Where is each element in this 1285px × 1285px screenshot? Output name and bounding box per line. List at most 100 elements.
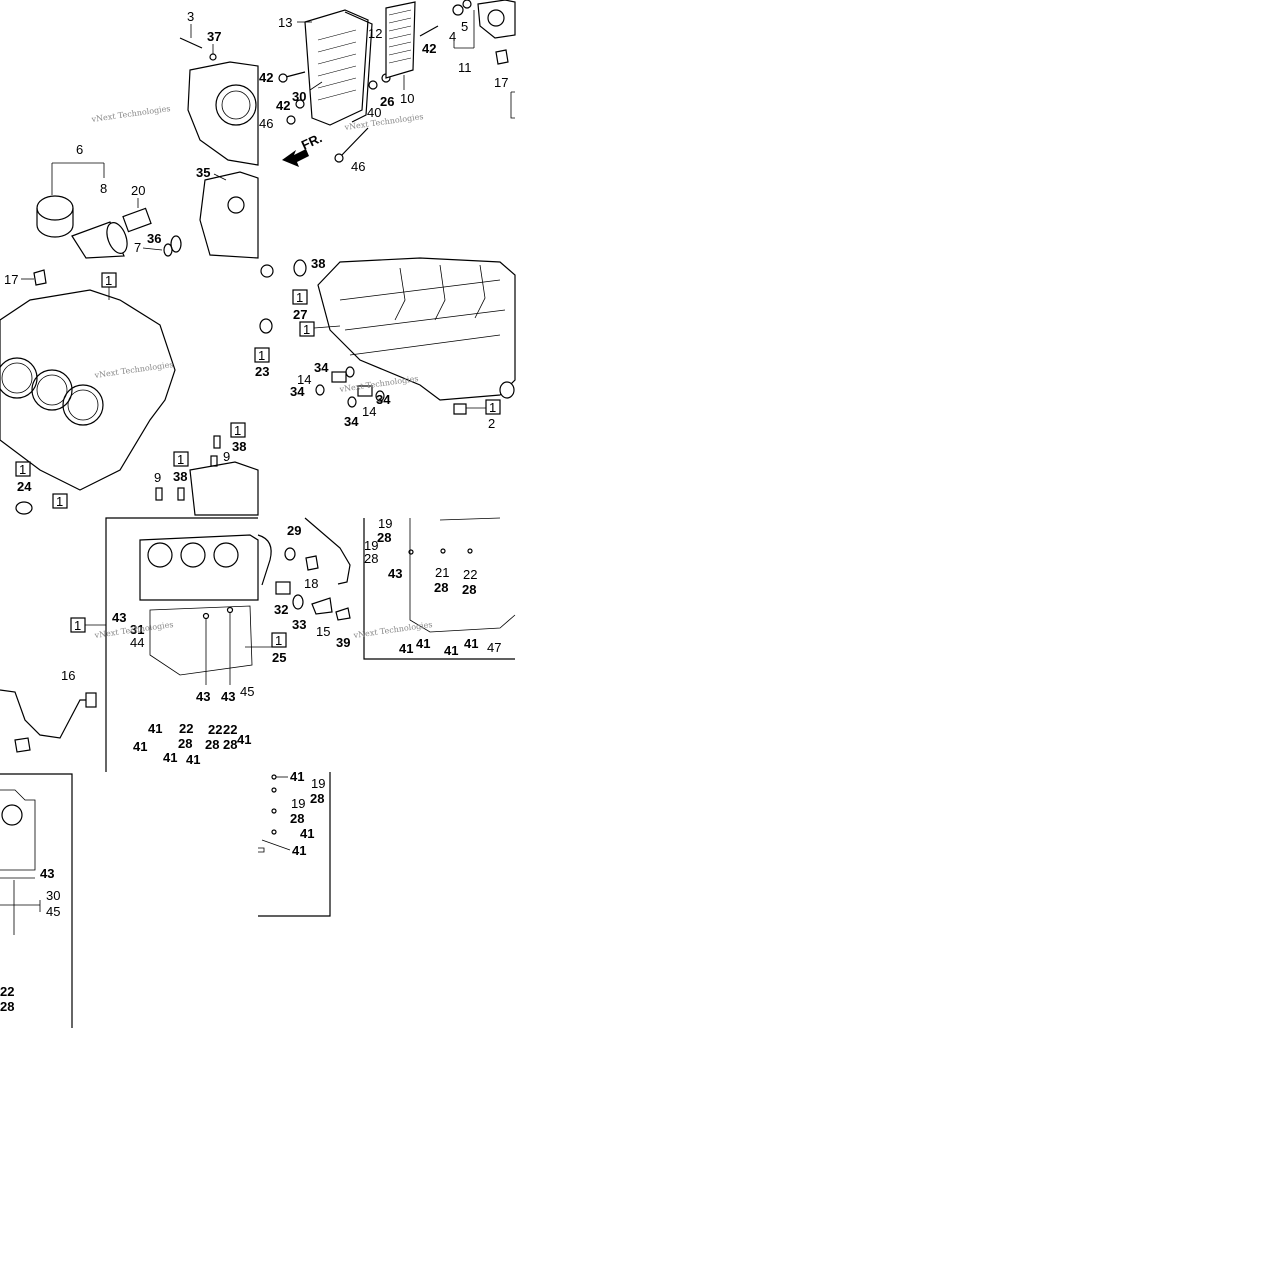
tile-oil-pan-lower-right: 41 19 28 19 28 41 41: [258, 769, 331, 917]
svg-text:1: 1: [234, 423, 241, 438]
callout-41i: 41: [464, 636, 478, 651]
callout-19c: 19: [311, 776, 325, 791]
callout-16: 16: [61, 668, 75, 683]
callout-19d: 19: [291, 796, 305, 811]
callout-14b: 14: [362, 404, 376, 419]
callout-21: 21: [435, 565, 449, 580]
callout-26: 26: [380, 94, 394, 109]
callout-31: 31: [130, 622, 144, 637]
callout-41g: 41: [416, 636, 430, 651]
callout-11: 11: [458, 60, 472, 75]
tile-oil-pan-sensors: 29 18 32 33 15 39 19 28 19 28 43 21 28 2…: [257, 516, 516, 660]
callout-28f: 28: [434, 580, 448, 595]
callout-41h: 41: [444, 643, 458, 658]
callout-22d: 22: [463, 567, 477, 582]
callout-23: 23: [255, 364, 269, 379]
callout-28b: 28: [205, 737, 219, 752]
callout-41j: 41: [290, 769, 304, 784]
callout-28d: 28: [377, 530, 391, 545]
callout-41d: 41: [186, 752, 200, 767]
callout-28e: 28: [364, 551, 378, 566]
filter-housing-part: [477, 0, 516, 39]
callout-7: 7: [134, 240, 141, 255]
svg-text:1: 1: [296, 290, 303, 305]
callout-40: 40: [367, 105, 381, 120]
callout-28c: 28: [223, 737, 237, 752]
front-direction-label: FR.: [299, 130, 324, 152]
callout-20: 20: [131, 183, 145, 198]
callout-41c: 41: [163, 750, 177, 765]
oil-cooler-core-part: [385, 1, 416, 79]
oil-pressure-switch-part: [495, 49, 509, 65]
callout-3: 3: [187, 9, 194, 24]
watermark-text: vNext Technologies: [343, 112, 424, 132]
callout-13: 13: [278, 15, 292, 30]
callout-8: 8: [100, 181, 107, 196]
gasket-outline-part: [139, 534, 259, 601]
svg-text:1: 1: [74, 618, 81, 633]
callout-30: 30: [292, 89, 306, 104]
callout-43d: 43: [388, 566, 402, 581]
callout-43c: 43: [221, 689, 235, 704]
stud-part: [179, 37, 203, 49]
callout-34a: 34: [314, 360, 329, 375]
callout-9b: 9: [154, 470, 161, 485]
callout-27: 27: [293, 307, 307, 322]
callout-42b: 42: [276, 98, 290, 113]
callout-4: 4: [449, 29, 456, 44]
callout-29: 29: [287, 523, 301, 538]
callout-47: 47: [487, 640, 501, 655]
callout-41a: 41: [148, 721, 162, 736]
callout-22c: 22: [223, 722, 237, 737]
tile-crankcase-upper: 17 1 1 24 1 38 9 1 38 9 1 vNext Tech: [0, 269, 259, 516]
callout-41l: 41: [292, 843, 306, 858]
callout-43a: 43: [112, 610, 126, 625]
callout-2: 2: [488, 416, 495, 431]
callout-17a: 17: [494, 75, 508, 90]
svg-text:1: 1: [56, 494, 63, 509]
callout-35: 35: [196, 165, 210, 180]
callout-6: 6: [76, 142, 83, 157]
callout-32: 32: [274, 602, 288, 617]
tile-oil-filter: 3 37 6 8 20 36 7 35 vNe: [36, 9, 259, 259]
callout-22b: 22: [208, 722, 222, 737]
callout-41e: 41: [237, 732, 251, 747]
callout-12: 12: [368, 26, 382, 41]
callout-43e: 43: [40, 866, 54, 881]
oil-pump-body-part: [199, 171, 259, 259]
callout-28g: 28: [462, 582, 476, 597]
callout-46a: 46: [259, 116, 273, 131]
callout-24: 24: [17, 479, 32, 494]
svg-text:1: 1: [19, 462, 26, 477]
callout-17b: 17: [4, 272, 18, 287]
callout-28j: 28: [290, 811, 304, 826]
callout-37: 37: [207, 29, 221, 44]
callout-25: 25: [272, 650, 286, 665]
callout-19a: 19: [378, 516, 392, 531]
oil-cooler-cover-part: [304, 9, 369, 126]
svg-text:1: 1: [258, 348, 265, 363]
callout-9a: 9: [223, 449, 230, 464]
callout-14a: 14: [297, 372, 311, 387]
svg-text:1: 1: [105, 273, 112, 288]
tile-oil-pan-lower-left: 43 30 45 22 28: [0, 773, 73, 1028]
callout-42a: 42: [259, 70, 273, 85]
watermark-text: vNext Technologies: [90, 104, 171, 124]
pipe-part: [122, 207, 152, 233]
callout-10: 10: [400, 91, 414, 106]
callout-46b: 46: [351, 159, 365, 174]
callout-28i: 28: [310, 791, 324, 806]
callout-45: 45: [240, 684, 254, 699]
callout-38c: 38: [311, 256, 325, 271]
callout-15: 15: [316, 624, 330, 639]
tile-crankcase-lower: 38 1 27 1 1 23 34 14 34 34 14 34 1 2: [254, 256, 516, 431]
callout-28h: 28: [0, 999, 14, 1014]
front-arrow-icon: [282, 149, 309, 167]
callout-33: 33: [292, 617, 306, 632]
callout-41b: 41: [133, 739, 147, 754]
callout-34b: 34: [290, 384, 305, 399]
callout-34d: 34: [344, 414, 359, 429]
svg-text:1: 1: [177, 452, 184, 467]
tile-oil-cooler: 13 12 42 42 30 46 40 26 10 42 4 5: [259, 0, 516, 174]
